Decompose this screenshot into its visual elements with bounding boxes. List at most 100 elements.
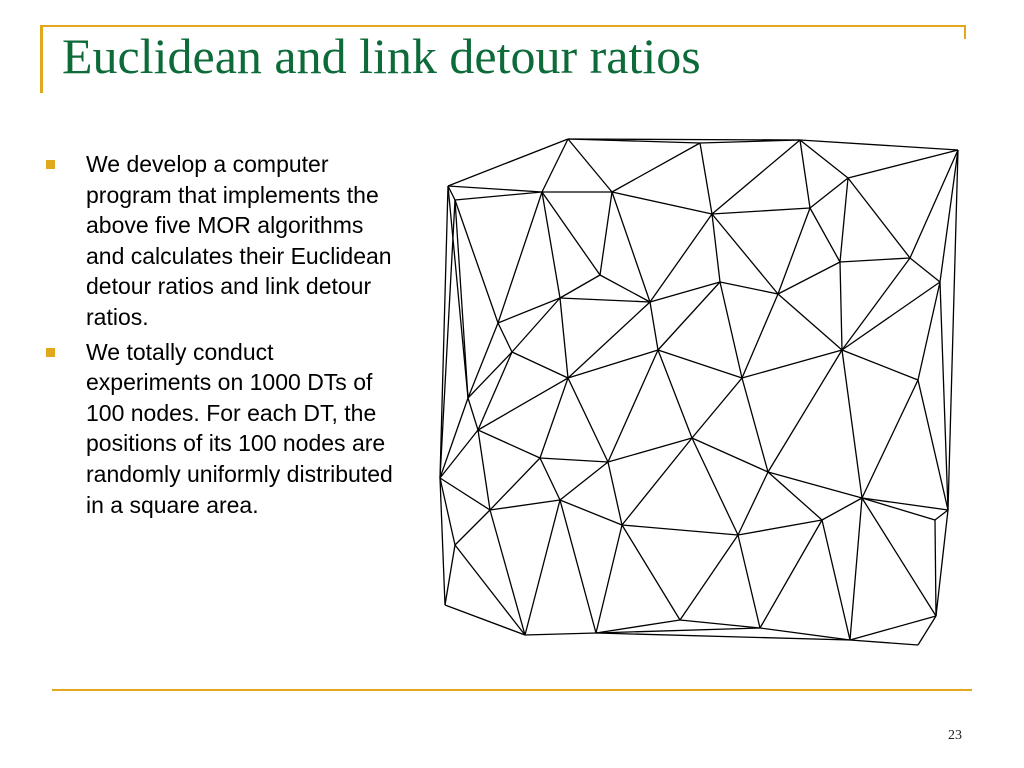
bullet-square-icon <box>46 160 55 169</box>
triangulation-edge <box>777 207 811 295</box>
triangulation-edge <box>847 149 959 179</box>
triangulation-edge <box>679 619 761 629</box>
triangulation-edge <box>741 349 843 379</box>
triangulation-edge <box>497 322 513 353</box>
triangulation-edge <box>759 519 823 629</box>
page-number: 23 <box>948 728 962 743</box>
triangulation-edge <box>599 191 613 276</box>
triangulation-edge <box>595 619 681 634</box>
triangulation-edge <box>439 477 456 546</box>
triangulation-edge <box>649 301 659 351</box>
triangulation-edge <box>839 261 843 351</box>
triangulation-edge <box>539 457 561 501</box>
delaunay-triangulation-figure <box>439 138 959 646</box>
triangulation-edge <box>657 349 693 439</box>
triangulation-edge <box>559 499 597 634</box>
triangulation-edge <box>595 632 851 641</box>
bullet-list: We develop a computer program that imple… <box>46 149 402 524</box>
triangulation-edge <box>777 261 841 295</box>
triangulation-edge <box>777 293 843 351</box>
triangulation-edge <box>939 149 959 283</box>
triangulation-edge <box>737 534 761 629</box>
triangulation-edge <box>511 351 569 379</box>
triangulation-edge <box>839 257 911 263</box>
triangulation-edge <box>917 615 937 646</box>
triangulation-edge <box>541 191 561 299</box>
triangulation-edge <box>621 524 681 621</box>
slide-title: Euclidean and link detour ratios <box>62 28 701 84</box>
triangulation-edge <box>477 429 491 511</box>
triangulation-edges <box>439 138 959 646</box>
triangulation-edge <box>607 437 693 463</box>
triangulation-edge <box>711 213 779 295</box>
triangulation-edge <box>917 379 949 511</box>
triangulation-edge <box>454 191 543 201</box>
triangulation-edge <box>719 281 743 379</box>
triangulation-edge <box>799 139 849 179</box>
triangulation-edge <box>861 497 936 521</box>
triangulation-edge <box>711 213 721 283</box>
triangulation-edge <box>691 437 739 536</box>
triangulation-edge <box>489 457 541 511</box>
triangulation-edge <box>767 471 863 499</box>
triangulation-edge <box>847 177 911 259</box>
triangulation-edge <box>444 544 456 606</box>
triangulation-edge <box>497 191 543 324</box>
triangulation-edge <box>439 477 491 511</box>
triangulation-edge <box>691 377 743 439</box>
triangulation-edge <box>679 534 739 621</box>
triangulation-edge <box>947 149 959 511</box>
triangulation-edge <box>541 191 601 276</box>
triangulation-edge <box>439 397 469 479</box>
triangulation-edge <box>477 429 541 459</box>
triangulation-edge <box>657 349 743 379</box>
triangulation-edge <box>559 499 623 526</box>
triangulation-edge <box>489 509 526 636</box>
triangulation-edge <box>909 257 941 283</box>
triangulation-edge <box>711 139 801 215</box>
triangulation-edge <box>511 297 561 353</box>
triangulation-edge <box>719 281 779 295</box>
triangulation-edge <box>477 377 569 431</box>
triangulation-edge <box>737 519 823 536</box>
triangulation-edge <box>809 207 841 263</box>
triangulation-edge <box>467 322 499 399</box>
triangulation-edge <box>861 497 949 511</box>
triangulation-edge <box>657 281 721 351</box>
triangulation-edge <box>839 177 849 263</box>
triangulation-edge <box>539 377 569 459</box>
triangulation-edge <box>454 509 491 546</box>
triangulation-edge <box>477 351 513 431</box>
triangulation-edge <box>611 191 651 303</box>
triangulation-edge <box>454 199 469 399</box>
triangulation-edge <box>567 138 613 193</box>
triangulation-edge <box>861 497 937 617</box>
bullet-text: We totally conduct experiments on 1000 D… <box>86 338 393 518</box>
triangulation-edge <box>691 437 769 473</box>
triangulation-edge <box>607 461 623 526</box>
triangulation-edge <box>861 379 919 499</box>
triangulation-edge <box>607 349 659 463</box>
triangulation-edge <box>447 185 543 193</box>
triangulation-edge <box>611 142 701 193</box>
triangulation-edge <box>809 177 849 209</box>
triangulation-edge <box>799 139 959 151</box>
triangulation-edge <box>489 499 561 511</box>
triangulation-edge <box>711 207 811 215</box>
triangulation-edge <box>841 349 919 381</box>
triangulation-edge <box>497 297 561 324</box>
triangulation-edge <box>909 149 959 259</box>
triangulation-edge <box>559 461 609 501</box>
triangulation-edge <box>841 281 941 351</box>
triangulation-edge <box>447 185 456 201</box>
triangulation-edge <box>595 627 761 634</box>
triangulation-edge <box>444 604 526 636</box>
triangulation-edge <box>595 524 623 634</box>
triangulation-edge <box>567 377 609 463</box>
triangulation-edge <box>649 213 713 303</box>
triangulation-edge <box>737 471 769 536</box>
triangulation-edge <box>559 274 601 299</box>
triangulation-edge <box>567 138 801 141</box>
triangulation-edge <box>539 457 609 463</box>
triangulation-edge <box>934 519 937 617</box>
